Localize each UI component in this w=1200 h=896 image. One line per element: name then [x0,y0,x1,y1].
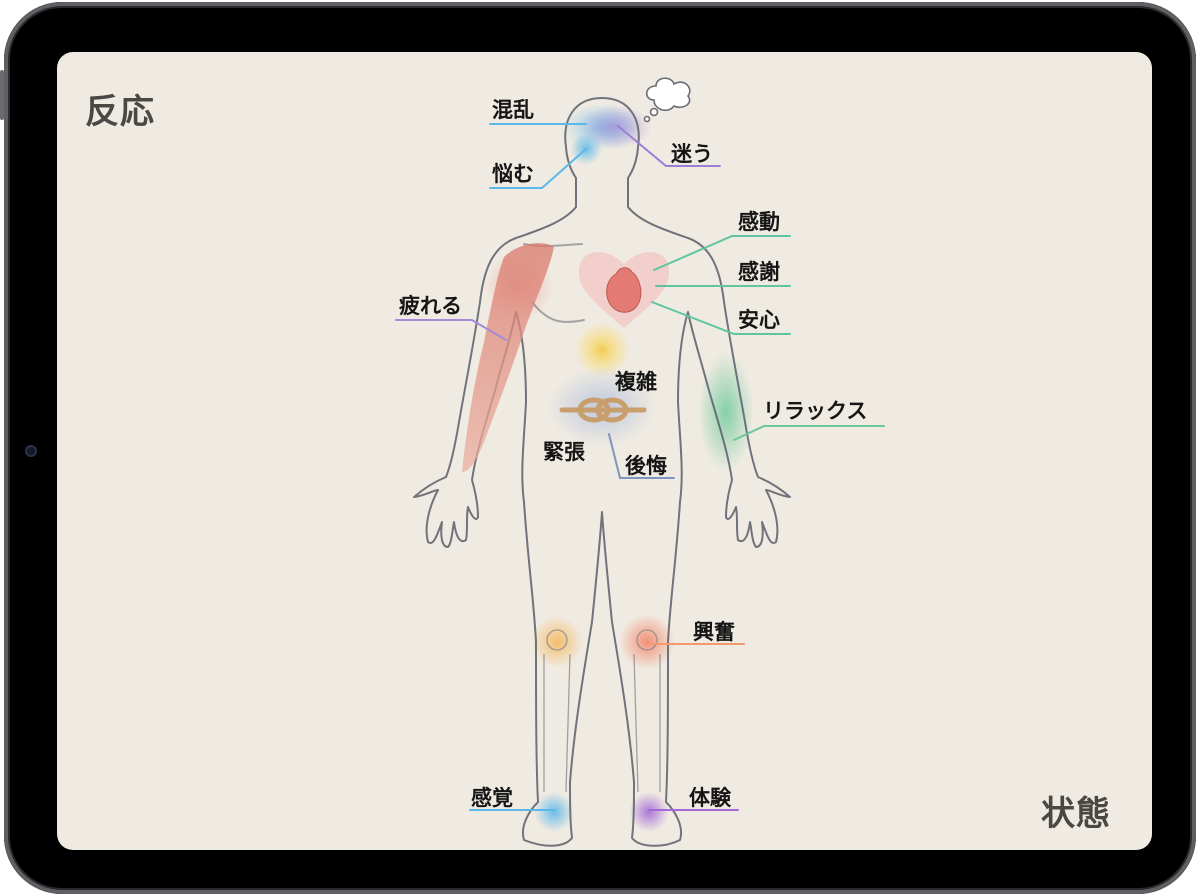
label-kankaku[interactable]: 感覚 [471,786,513,810]
label-konran[interactable]: 混乱 [492,98,534,122]
label-relax[interactable]: リラックス [763,399,868,423]
label-nayamu[interactable]: 悩む [492,162,534,186]
label-kandou[interactable]: 感動 [738,210,780,234]
screen: 反応 状態 混乱 悩む 迷う 感動 感謝 安心 疲れる 複雑 緊張 後悔 リラッ… [57,52,1152,850]
front-camera [25,445,37,457]
title-reaction: 反応 [85,92,155,132]
label-kansha[interactable]: 感謝 [738,260,780,284]
label-koufun[interactable]: 興奮 [693,620,735,644]
title-state: 状態 [1041,794,1111,834]
tablet-frame: 反応 状態 混乱 悩む 迷う 感動 感謝 安心 疲れる 複雑 緊張 後悔 リラッ… [4,2,1196,894]
label-tsukareru[interactable]: 疲れる [399,294,462,318]
side-button [0,70,4,120]
label-kinchou[interactable]: 緊張 [543,440,585,464]
label-anshin[interactable]: 安心 [738,308,780,332]
label-koukai[interactable]: 後悔 [625,454,667,478]
label-mayou[interactable]: 迷う [671,142,713,166]
label-taiken[interactable]: 体験 [689,786,731,810]
label-fukuzatsu[interactable]: 複雑 [615,370,657,394]
body-diagram [395,77,885,847]
